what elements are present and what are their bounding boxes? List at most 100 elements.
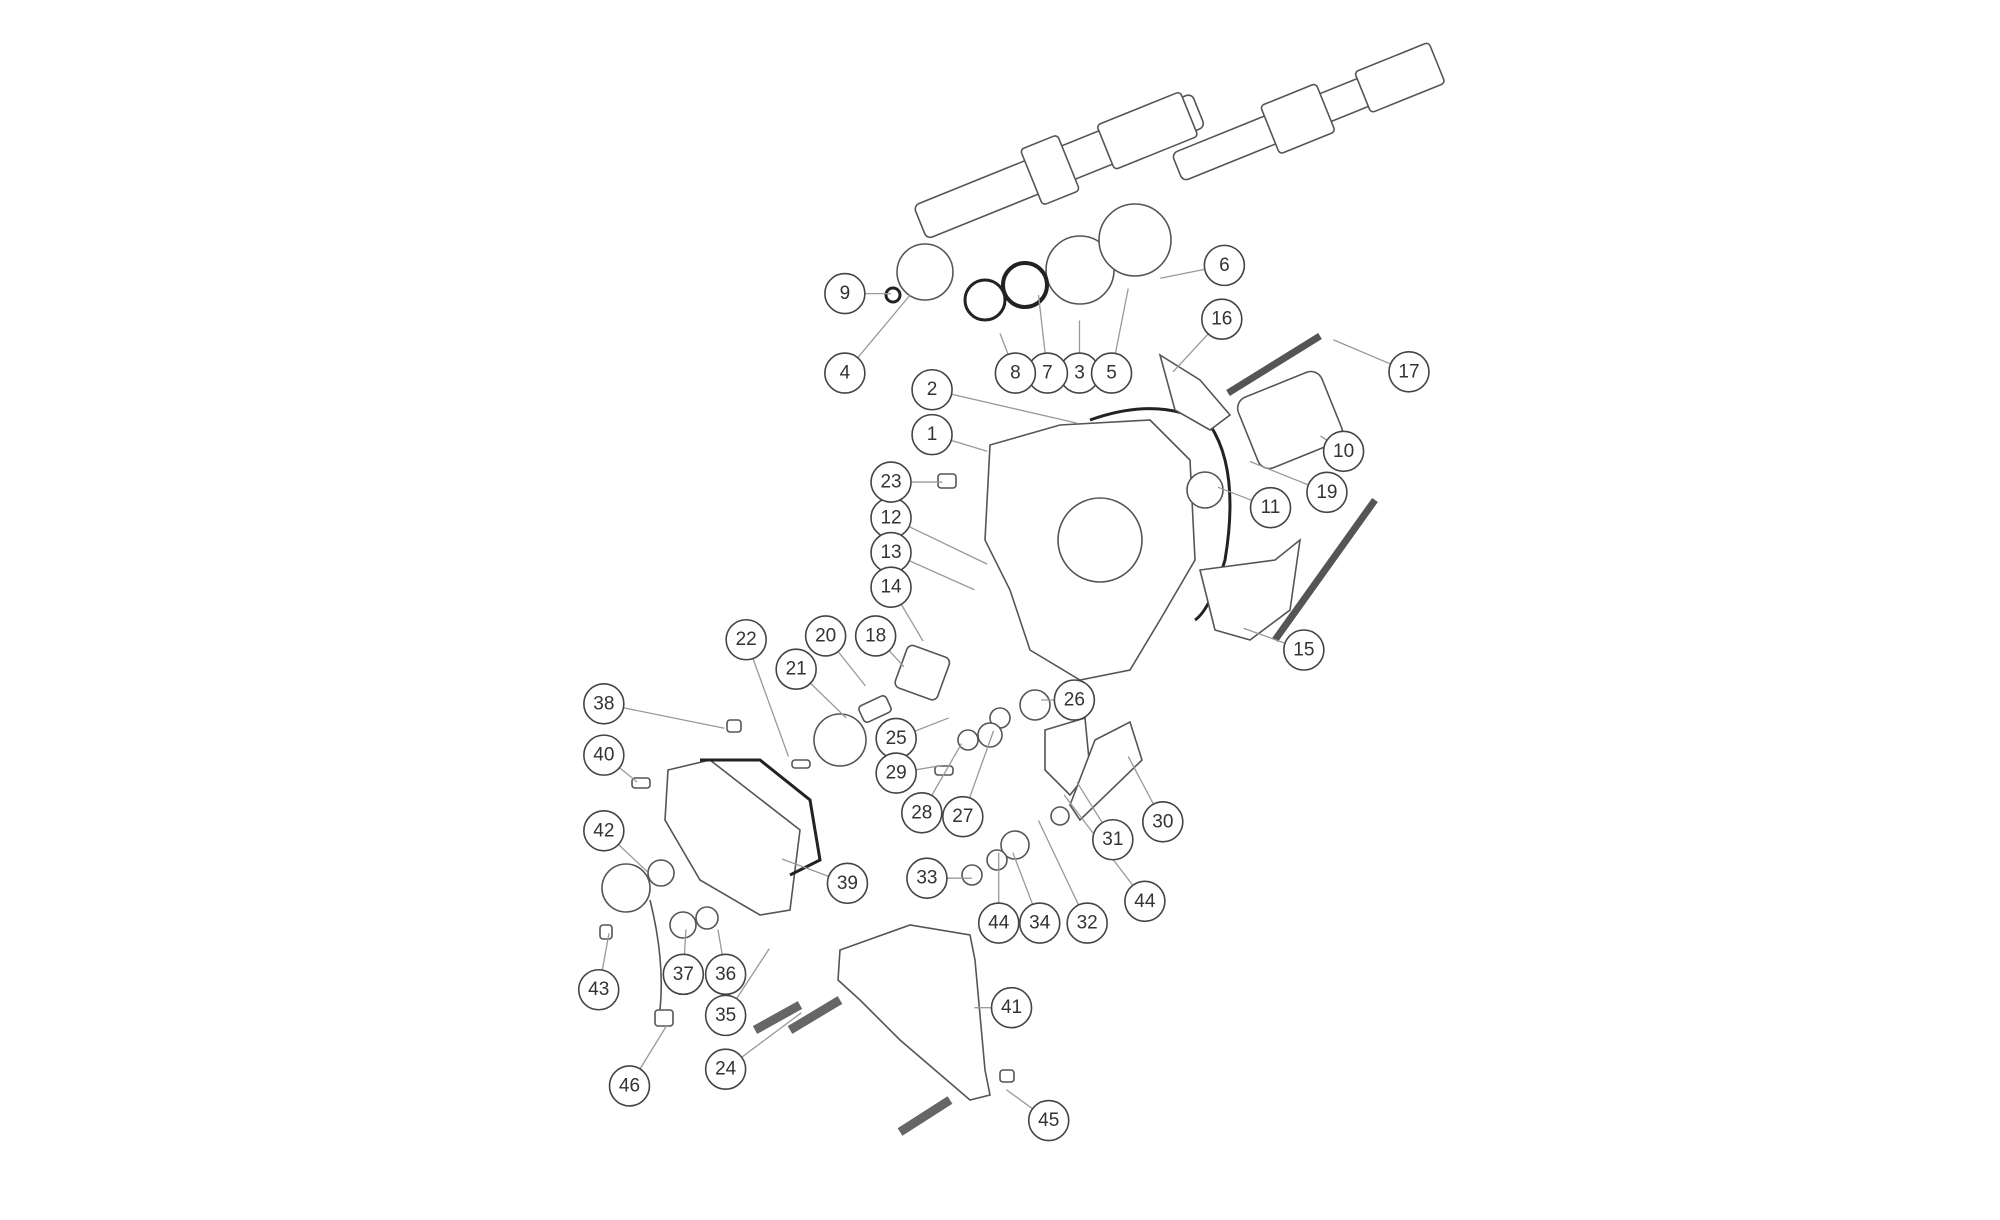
callout-22: 22 xyxy=(725,618,767,661)
callout-circle xyxy=(906,857,948,900)
callout-label: 36 xyxy=(715,964,736,985)
callout-10: 10 xyxy=(1322,430,1365,473)
bearing-4 xyxy=(896,243,954,301)
callout-circle xyxy=(826,862,869,905)
callout-45: 45 xyxy=(1027,1099,1070,1142)
callout-26: 26 xyxy=(1053,679,1096,721)
callout-label: 44 xyxy=(988,913,1010,934)
callout-4: 4 xyxy=(824,352,866,394)
callout-42: 42 xyxy=(583,809,625,852)
callout-label: 44 xyxy=(1134,891,1156,912)
callout-label: 25 xyxy=(886,728,907,749)
callout-label: 10 xyxy=(1333,441,1354,462)
callout-circle xyxy=(577,968,620,1011)
callout-circle xyxy=(875,752,917,794)
callout-circle xyxy=(1092,818,1134,861)
callout-label: 7 xyxy=(1042,363,1053,384)
callout-circle xyxy=(911,413,953,456)
callout-label: 8 xyxy=(1010,363,1021,384)
callout-circle xyxy=(870,461,912,503)
callout-label: 22 xyxy=(736,629,757,650)
callout-13: 13 xyxy=(870,531,912,574)
callout-30: 30 xyxy=(1142,800,1184,843)
callout-circle xyxy=(911,368,953,411)
callout-44: 44 xyxy=(977,902,1020,944)
callout-circle xyxy=(608,1065,651,1107)
callout-35: 35 xyxy=(704,994,747,1037)
callout-circle xyxy=(704,994,747,1037)
callout-circle xyxy=(994,352,1037,394)
dowel-45 xyxy=(999,1069,1015,1083)
callout-8: 8 xyxy=(994,352,1037,394)
callout-circle xyxy=(804,615,847,657)
callout-label: 38 xyxy=(593,693,614,714)
callout-28: 28 xyxy=(900,792,943,834)
side-cover xyxy=(664,759,801,916)
leader-line-2 xyxy=(931,389,1078,424)
callout-label: 17 xyxy=(1398,361,1419,382)
callout-label: 4 xyxy=(840,363,851,384)
callout-label: 37 xyxy=(673,964,694,985)
callout-label: 40 xyxy=(593,745,614,766)
callout-20: 20 xyxy=(804,615,847,657)
callout-circle xyxy=(1200,298,1243,341)
callout-label: 12 xyxy=(880,507,901,528)
callout-circle xyxy=(1388,350,1430,393)
callout-label: 35 xyxy=(715,1005,736,1026)
callout-44: 44 xyxy=(1124,880,1166,923)
callout-15: 15 xyxy=(1283,629,1325,671)
callout-23: 23 xyxy=(870,461,912,503)
callout-label: 28 xyxy=(911,802,932,823)
callout-label: 18 xyxy=(865,625,886,646)
callout-29: 29 xyxy=(875,752,917,794)
connector-46 xyxy=(654,1009,674,1027)
callout-circle xyxy=(704,1048,747,1091)
callout-24: 24 xyxy=(704,1048,747,1091)
callout-label: 20 xyxy=(815,625,836,646)
callout-label: 42 xyxy=(593,820,614,841)
callout-label: 13 xyxy=(880,542,901,563)
callout-circle xyxy=(1306,471,1348,514)
callout-33: 33 xyxy=(906,857,948,900)
callout-36: 36 xyxy=(704,953,747,996)
callout-label: 41 xyxy=(1001,997,1022,1018)
callout-circle xyxy=(1322,430,1365,473)
bearing-36 xyxy=(695,906,719,930)
callout-11: 11 xyxy=(1249,486,1292,529)
callout-circle xyxy=(1027,1099,1070,1142)
callout-circle xyxy=(1053,679,1096,721)
sensor xyxy=(601,863,651,913)
callout-label: 3 xyxy=(1074,363,1085,384)
callout-label: 27 xyxy=(952,806,973,827)
callout-14: 14 xyxy=(870,566,912,608)
callout-circle xyxy=(1066,902,1108,944)
lower-cover xyxy=(837,924,991,1101)
callout-label: 14 xyxy=(880,577,902,598)
callout-39: 39 xyxy=(826,862,869,905)
dowel-38 xyxy=(726,719,742,733)
seal-7 xyxy=(1001,261,1049,309)
callout-label: 21 xyxy=(786,659,807,680)
callout-label: 5 xyxy=(1106,363,1117,384)
callout-circle xyxy=(583,809,625,852)
callout-label: 11 xyxy=(1261,497,1281,518)
shift-fork-16 xyxy=(1158,353,1232,431)
callout-circle xyxy=(990,986,1033,1029)
bolt-24 xyxy=(787,996,843,1034)
callout-label: 30 xyxy=(1152,811,1173,832)
plate-5 xyxy=(1098,203,1172,277)
shaft-30 xyxy=(1069,720,1143,822)
callout-circle xyxy=(1124,880,1166,923)
callout-circle xyxy=(854,615,897,657)
shift-drum xyxy=(1236,370,1344,470)
callout-label: 31 xyxy=(1102,829,1123,850)
parts-layer xyxy=(599,42,1445,1136)
callout-circle xyxy=(583,683,625,725)
bolt-24 xyxy=(897,1096,953,1136)
callout-circle xyxy=(870,566,912,608)
callout-5: 5 xyxy=(1090,352,1133,394)
plate-18 xyxy=(894,644,951,701)
callout-circle xyxy=(725,618,767,661)
